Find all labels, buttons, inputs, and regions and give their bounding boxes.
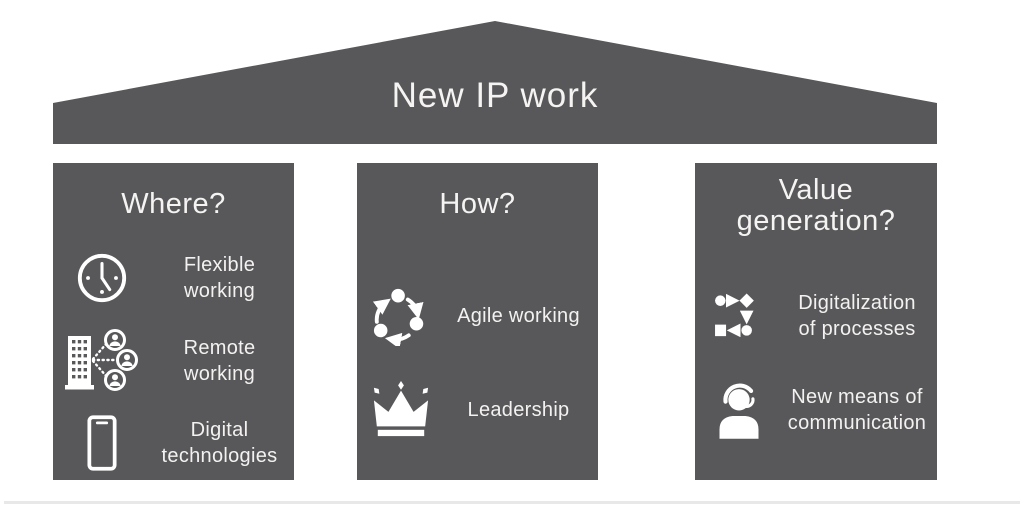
item-digitalization: Digitalization of processes xyxy=(695,275,937,357)
smartphone-icon xyxy=(53,414,151,472)
item-label: Agile working xyxy=(457,305,580,327)
item-label: Digitalization of processes xyxy=(798,292,916,340)
item-agile-working: Agile working xyxy=(357,275,598,357)
pillar-value-title: Value generation? xyxy=(736,174,896,237)
item-label: Digital technologies xyxy=(161,419,278,467)
item-digital-technologies: Digital technologies xyxy=(53,402,294,484)
clock-icon xyxy=(53,251,151,305)
process-flow-icon xyxy=(695,293,783,339)
crown-icon xyxy=(357,381,445,439)
item-remote-working: Remote working xyxy=(53,320,294,402)
building-network-icon xyxy=(53,329,151,393)
agile-cycle-icon xyxy=(357,286,445,346)
pillar-value-generation: Value generation? Digitalization of proc… xyxy=(695,163,937,480)
item-label: Leadership xyxy=(467,399,570,421)
roof-title: New IP work xyxy=(391,76,599,115)
bottom-divider xyxy=(4,501,1020,504)
item-label: Flexible working xyxy=(183,254,256,302)
headset-person-icon xyxy=(695,381,783,439)
pillar-where-title: Where? xyxy=(121,188,226,220)
item-new-communication: New means of communication xyxy=(695,369,937,451)
pillar-where: Where? Flexible working xyxy=(53,163,294,480)
item-label: Remote working xyxy=(183,337,256,385)
pillar-how: How? Agile working xyxy=(357,163,598,480)
item-leadership: Leadership xyxy=(357,369,598,451)
item-label: New means of communication xyxy=(787,386,927,434)
item-flexible-working: Flexible working xyxy=(53,237,294,319)
pillar-how-title: How? xyxy=(439,188,516,220)
